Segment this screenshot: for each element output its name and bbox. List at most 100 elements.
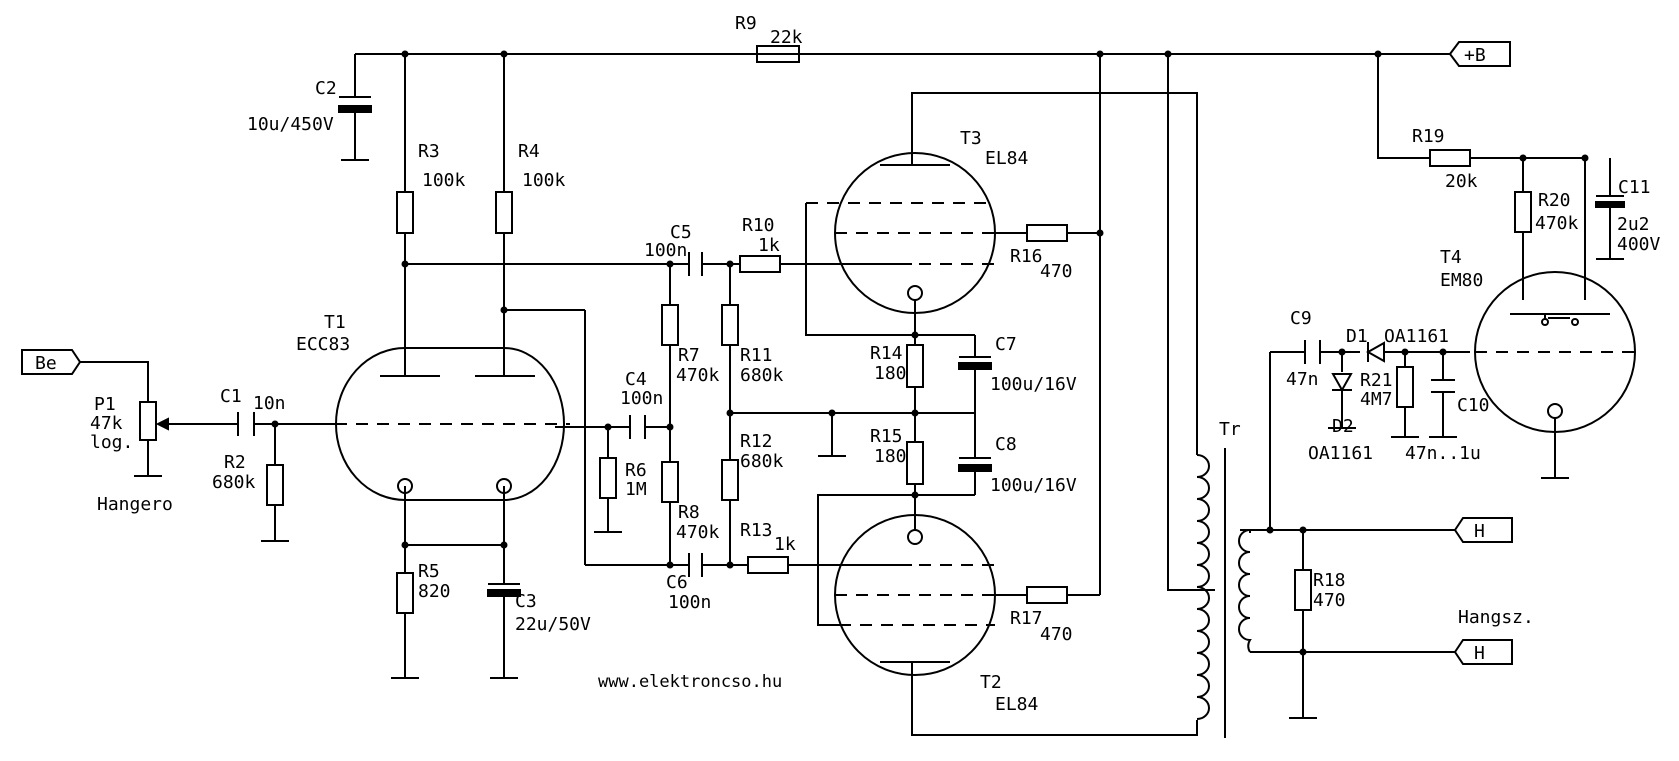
p1-value: 47k	[90, 413, 123, 434]
tr-name: Tr	[1219, 419, 1241, 440]
r11-value: 680k	[740, 365, 784, 386]
c6-value: 100n	[668, 592, 711, 613]
resistor-r15	[906, 441, 924, 485]
p1-name: P1	[94, 394, 116, 415]
terminal-be	[21, 349, 82, 375]
terminal-h-top	[1453, 517, 1513, 543]
d1-value: OA1161	[1384, 326, 1449, 347]
c4-value: 100n	[620, 388, 663, 409]
r3-value: 100k	[422, 170, 466, 191]
r18-value: 470	[1313, 590, 1346, 611]
terminal-h-bottom-label: H	[1474, 643, 1485, 664]
r16-name: R16	[1010, 246, 1043, 267]
junctions	[271, 50, 1589, 656]
t3-name: T3	[960, 128, 982, 149]
c11-extra: 400V	[1617, 234, 1661, 255]
r14-value: 180	[874, 363, 907, 384]
c10-name: C10	[1457, 395, 1490, 416]
labels: Be +B H H R9 22k C2 10u/450V R3 100k R4 …	[35, 13, 1661, 715]
t3-value: EL84	[985, 148, 1028, 169]
resistor-r11	[721, 304, 739, 346]
resistor-r3	[396, 191, 414, 234]
resistor-r9	[756, 45, 800, 63]
r17-name: R17	[1010, 608, 1043, 629]
r8-name: R8	[678, 502, 700, 523]
r19-name: R19	[1412, 126, 1445, 147]
c7-value: 100u/16V	[990, 374, 1077, 395]
resistor-r12	[721, 459, 739, 501]
r11-name: R11	[740, 345, 773, 366]
r17-value: 470	[1040, 624, 1073, 645]
resistor-r6	[599, 457, 617, 499]
c2-value: 10u/450V	[247, 114, 334, 135]
c6-name: C6	[666, 572, 688, 593]
resistor-r10	[739, 255, 781, 273]
c8-value: 100u/16V	[990, 475, 1077, 496]
terminal-h-bottom	[1453, 639, 1513, 665]
r21-name: R21	[1360, 370, 1393, 391]
r14-name: R14	[870, 343, 903, 364]
c7-name: C7	[995, 334, 1017, 355]
c4-name: C4	[625, 369, 647, 390]
c11-value: 2u2	[1617, 214, 1650, 235]
c8-name: C8	[995, 434, 1017, 455]
terminal-be-label: Be	[35, 353, 57, 374]
potentiometer-p1	[139, 401, 157, 441]
c3-value: 22u/50V	[515, 614, 591, 635]
tube-t2	[818, 514, 996, 676]
r12-name: R12	[740, 431, 773, 452]
c1-name: C1	[220, 386, 242, 407]
r8-value: 470k	[676, 522, 720, 543]
terminal-b-plus	[1448, 41, 1511, 67]
r2-value: 680k	[212, 472, 256, 493]
resistor-r18	[1294, 569, 1312, 611]
p1-extra: log.	[90, 432, 133, 453]
resistor-r19	[1429, 149, 1471, 167]
terminals	[21, 41, 1513, 665]
r3-name: R3	[418, 141, 440, 162]
resistor-r17	[1026, 586, 1068, 604]
c9-value: 47n	[1286, 369, 1319, 390]
resistors	[139, 45, 1532, 614]
r4-name: R4	[518, 141, 540, 162]
c11-name: C11	[1618, 177, 1651, 198]
c1-value: 10n	[253, 393, 286, 414]
r19-value: 20k	[1445, 171, 1478, 192]
hangsz-label: Hangsz.	[1458, 607, 1534, 628]
r16-value: 470	[1040, 261, 1073, 282]
r13-name: R13	[740, 520, 773, 541]
tubes	[335, 150, 1636, 676]
d2-name: D2	[1332, 416, 1354, 437]
resistor-r2	[266, 464, 284, 506]
c5-value: 100n	[644, 240, 687, 261]
d1-name: D1	[1346, 326, 1368, 347]
r15-name: R15	[870, 426, 903, 447]
r15-value: 180	[874, 446, 907, 467]
t1-value: ECC83	[296, 334, 350, 355]
r10-value: 1k	[758, 235, 780, 256]
c9-name: C9	[1290, 308, 1312, 329]
resistor-r8	[661, 461, 679, 503]
hangero-label: Hangero	[97, 494, 173, 515]
r5-value: 820	[418, 581, 451, 602]
r7-name: R7	[678, 345, 700, 366]
diodes	[1331, 341, 1385, 393]
t4-value: EM80	[1440, 270, 1483, 291]
r7-value: 470k	[676, 365, 720, 386]
r18-name: R18	[1313, 570, 1346, 591]
tube-t1	[335, 347, 570, 501]
resistor-r21	[1396, 366, 1414, 408]
capacitors	[237, 96, 1625, 597]
r6-name: R6	[625, 460, 647, 481]
c5-name: C5	[670, 222, 692, 243]
r20-name: R20	[1538, 190, 1571, 211]
r21-value: 4M7	[1360, 389, 1393, 410]
resistor-r4	[495, 191, 513, 234]
t4-name: T4	[1440, 247, 1462, 268]
t2-name: T2	[980, 672, 1002, 693]
terminal-h-top-label: H	[1474, 521, 1485, 542]
resistor-r20	[1514, 191, 1532, 233]
resistor-r7	[661, 304, 679, 346]
r9-value: 22k	[770, 27, 803, 48]
